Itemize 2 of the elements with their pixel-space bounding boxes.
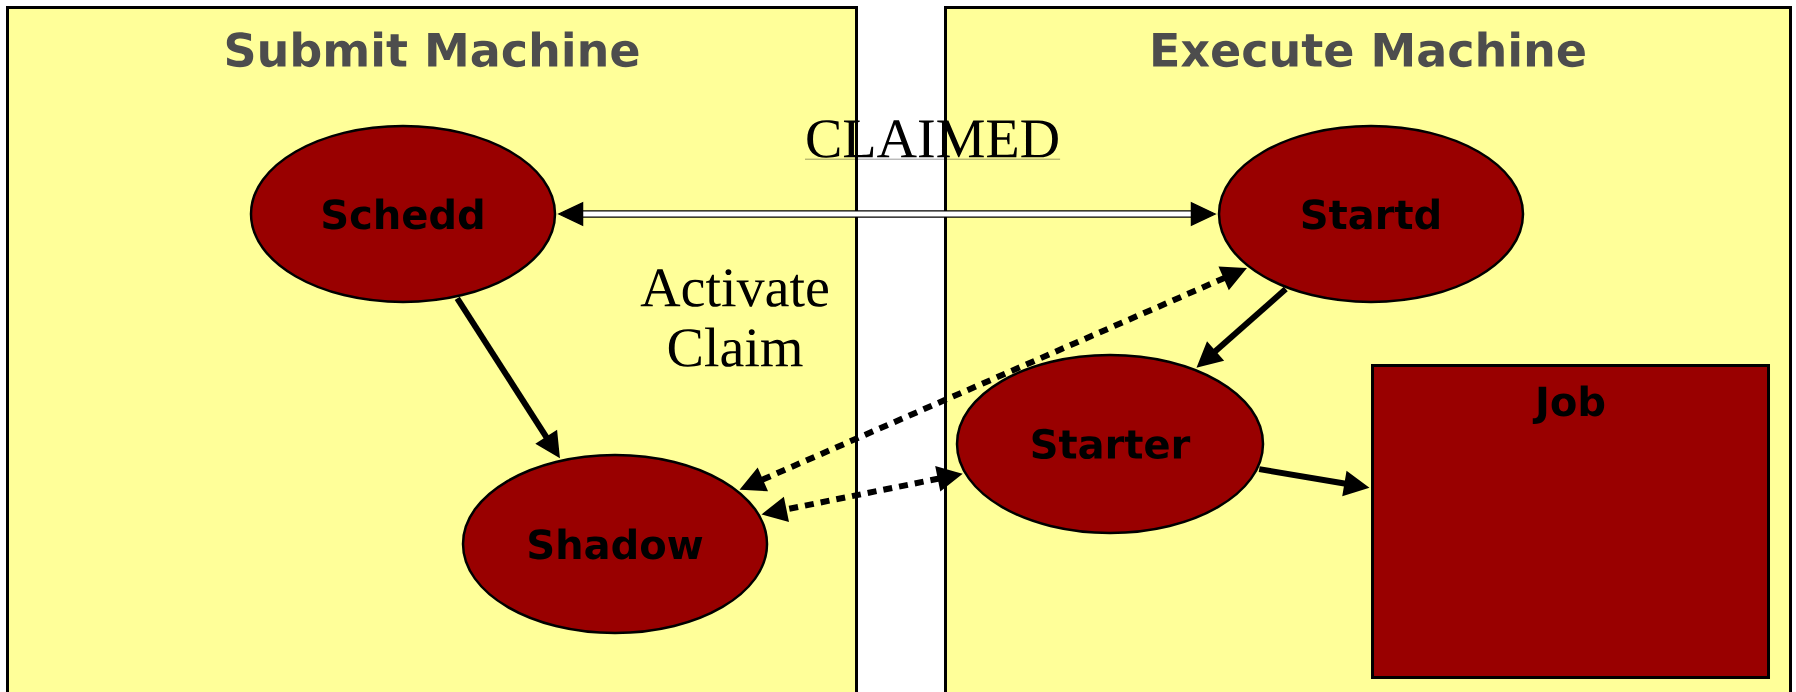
edge-label: Activate Claim <box>640 269 828 367</box>
job-box: Job <box>1371 364 1770 679</box>
